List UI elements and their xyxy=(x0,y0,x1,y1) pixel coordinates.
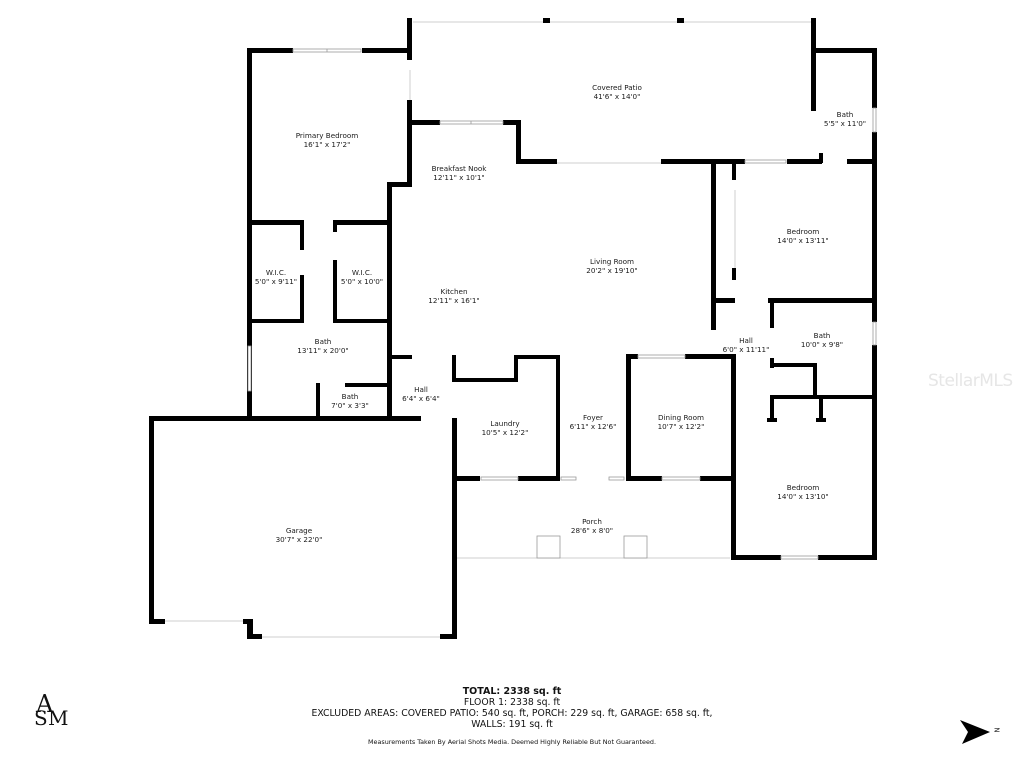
walls xyxy=(149,18,877,639)
windows xyxy=(247,48,877,560)
area-summary: TOTAL: 2338 sq. ft FLOOR 1: 2338 sq. ft … xyxy=(0,686,1024,746)
walls-area: WALLS: 191 sq. ft xyxy=(471,719,553,730)
logo-letter-m: M xyxy=(48,706,69,730)
logo-letter-a: A xyxy=(36,690,54,718)
logo-letter-s: S xyxy=(34,706,48,730)
north-label: N xyxy=(992,727,1001,733)
disclaimer: Measurements Taken By Aerial Shots Media… xyxy=(368,738,656,746)
floor-1-area: FLOOR 1: 2338 sq. ft xyxy=(463,697,561,708)
asm-logo: A S M xyxy=(30,690,72,734)
compass: N xyxy=(958,716,1008,746)
north-arrow-icon xyxy=(960,720,990,744)
room-label-wic-1: W.I.C.5'0" x 9'11" xyxy=(254,268,298,286)
floor-plan xyxy=(149,18,877,639)
excluded-areas: EXCLUDED AREAS: COVERED PATIO: 540 sq. f… xyxy=(311,708,713,719)
stellarmls-watermark: StellarMLS xyxy=(928,371,1013,391)
room-label-wic-2: W.I.C.5'0" x 10'0" xyxy=(340,268,384,286)
total-area: TOTAL: 2338 sq. ft xyxy=(462,686,562,697)
